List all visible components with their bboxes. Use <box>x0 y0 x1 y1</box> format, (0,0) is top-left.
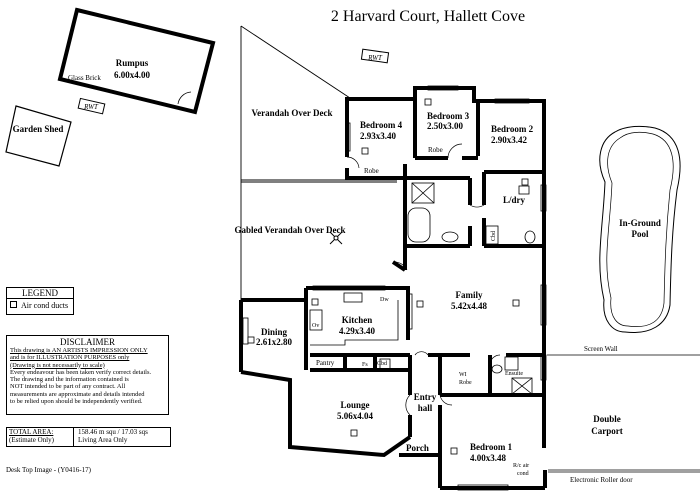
total-area-box: TOTAL AREA: (Estimate Only) 158.46 m squ… <box>6 427 171 447</box>
legend-item: Air cond ducts <box>7 299 73 313</box>
family-label: Family <box>456 290 483 300</box>
fs-label: Fs <box>362 362 368 368</box>
kitchen-label: Kitchen <box>342 315 373 325</box>
bedroom3-dims: 2.50x3.00 <box>427 121 464 131</box>
bedroom2-dims: 2.90x3.42 <box>491 135 528 145</box>
bedroom2-label: Bedroom 2 <box>491 124 534 134</box>
dining-dims: 2.61x2.80 <box>256 337 293 347</box>
in-ground-pool <box>599 125 681 334</box>
rwt-tank-house: RWT <box>360 48 390 64</box>
cbd-label-ldry: Cbd <box>491 231 497 241</box>
windows <box>242 85 547 491</box>
ensuite-label: Ensuite <box>505 371 523 377</box>
verandah-label: Verandah Over Deck <box>252 108 333 118</box>
disclaimer: DISCLAIMER This drawing is AN ARTISTS IM… <box>6 335 169 415</box>
verandah-deck-outline <box>240 25 397 301</box>
door-swings <box>346 143 501 416</box>
robe-label-b4: Robe <box>364 167 379 175</box>
garden-shed-label: Garden Shed <box>13 124 64 134</box>
entry-hall-label-2: hall <box>418 403 433 413</box>
legend-item-label: Air cond ducts <box>21 301 69 310</box>
disclaimer-line-5: The drawing and the information containe… <box>10 376 129 384</box>
pool-label-line2: Pool <box>632 229 649 239</box>
disclaimer-line-6: NOT intended to be part of any contract.… <box>10 383 126 391</box>
glass-brick-label: Glass Brick <box>68 74 101 82</box>
total-area-note: (Estimate Only) <box>9 436 54 444</box>
rc-air-cond-label-1: R/c air <box>513 463 529 469</box>
rwt-tank-rumpus: RWT <box>77 97 106 115</box>
rwt-label-house: RWT <box>367 54 383 62</box>
dining-label: Dining <box>261 327 288 337</box>
disclaimer-line-2: and is for ILLUSTRATION PURPOSES only <box>10 354 130 362</box>
disclaimer-line-1: This drawing is AN ARTISTS IMPRESSION ON… <box>10 347 148 354</box>
carport-label-line1: Double <box>593 414 621 424</box>
bedroom1-dims: 4.00x3.48 <box>470 453 507 463</box>
porch-label: Porch <box>406 443 429 453</box>
robe-label-b3: Robe <box>428 146 443 154</box>
legend-title: LEGEND <box>7 288 73 299</box>
carport-label-line2: Carport <box>591 426 623 436</box>
family-dims: 5.42x4.48 <box>451 301 488 311</box>
gabled-verandah-label: Gabled Verandah Over Deck <box>234 225 345 235</box>
kitchen-dims: 4.29x3.40 <box>339 326 376 336</box>
legend: LEGEND Air cond ducts <box>6 287 74 315</box>
total-area-label: TOTAL AREA: <box>9 428 54 436</box>
ov-label: Ov <box>312 323 319 329</box>
bedroom4-dims: 2.93x3.40 <box>360 131 397 141</box>
screen-wall-label: Screen Wall <box>584 345 618 353</box>
dw-label: Dw <box>380 297 389 303</box>
carport-outline <box>547 354 700 473</box>
lounge-label: Lounge <box>340 400 369 410</box>
garden-shed <box>5 105 72 167</box>
rwt-label-rumpus: RWT <box>83 103 99 111</box>
bedroom4-label: Bedroom 4 <box>360 120 403 130</box>
lounge-dims: 5.06x4.04 <box>337 411 374 421</box>
plan-title: 2 Harvard Court, Hallett Cove <box>331 8 525 25</box>
disclaimer-line-8: to be relied upon should be independentl… <box>10 398 143 406</box>
rumpus-building <box>57 7 216 115</box>
rumpus-label: Rumpus <box>116 58 149 68</box>
disclaimer-line-7: measurements are approximate and details… <box>10 390 145 398</box>
ceiling-fan-icon <box>329 231 343 245</box>
pantry-label: Pantry <box>316 359 335 367</box>
disclaimer-line-3: (Drawing is not necessarily to scale) <box>10 361 105 369</box>
air-cond-duct-markers <box>247 98 529 455</box>
bedroom3-label: Bedroom 3 <box>427 111 470 121</box>
ldry-label: L/dry <box>503 195 526 205</box>
bedroom1-label: Bedroom 1 <box>470 442 513 452</box>
house-walls <box>239 86 547 490</box>
rc-air-cond-label-2: cond <box>517 471 529 477</box>
total-area-right: 158.46 m squ / 17.03 sqs Living Area Onl… <box>74 428 148 446</box>
kitchen-fixtures <box>309 292 399 370</box>
wi-robe-label-2: Robe <box>459 380 472 386</box>
entry-hall-label: Entry <box>414 392 437 402</box>
cbd-label-entry: Cbd <box>377 361 387 367</box>
pool-label-line1: In-Ground <box>619 218 661 228</box>
disclaimer-title: DISCLAIMER <box>59 337 115 347</box>
bathroom-fixtures <box>407 182 536 395</box>
roller-door-label: Electronic Roller door <box>570 476 633 484</box>
disclaimer-line-4: Every endeavour has been taken verify co… <box>10 368 152 376</box>
total-area-left: TOTAL AREA: (Estimate Only) <box>7 428 74 446</box>
footer-label: Desk Top Image - (Y0416-17) <box>6 466 92 474</box>
total-area-desc: Living Area Only <box>78 436 128 444</box>
air-cond-duct-icon <box>10 301 17 308</box>
rumpus-dims: 6.00x4.00 <box>114 70 151 80</box>
wi-robe-label-1: WI <box>459 372 467 378</box>
total-area-value: 158.46 m squ / 17.03 sqs <box>78 428 148 436</box>
